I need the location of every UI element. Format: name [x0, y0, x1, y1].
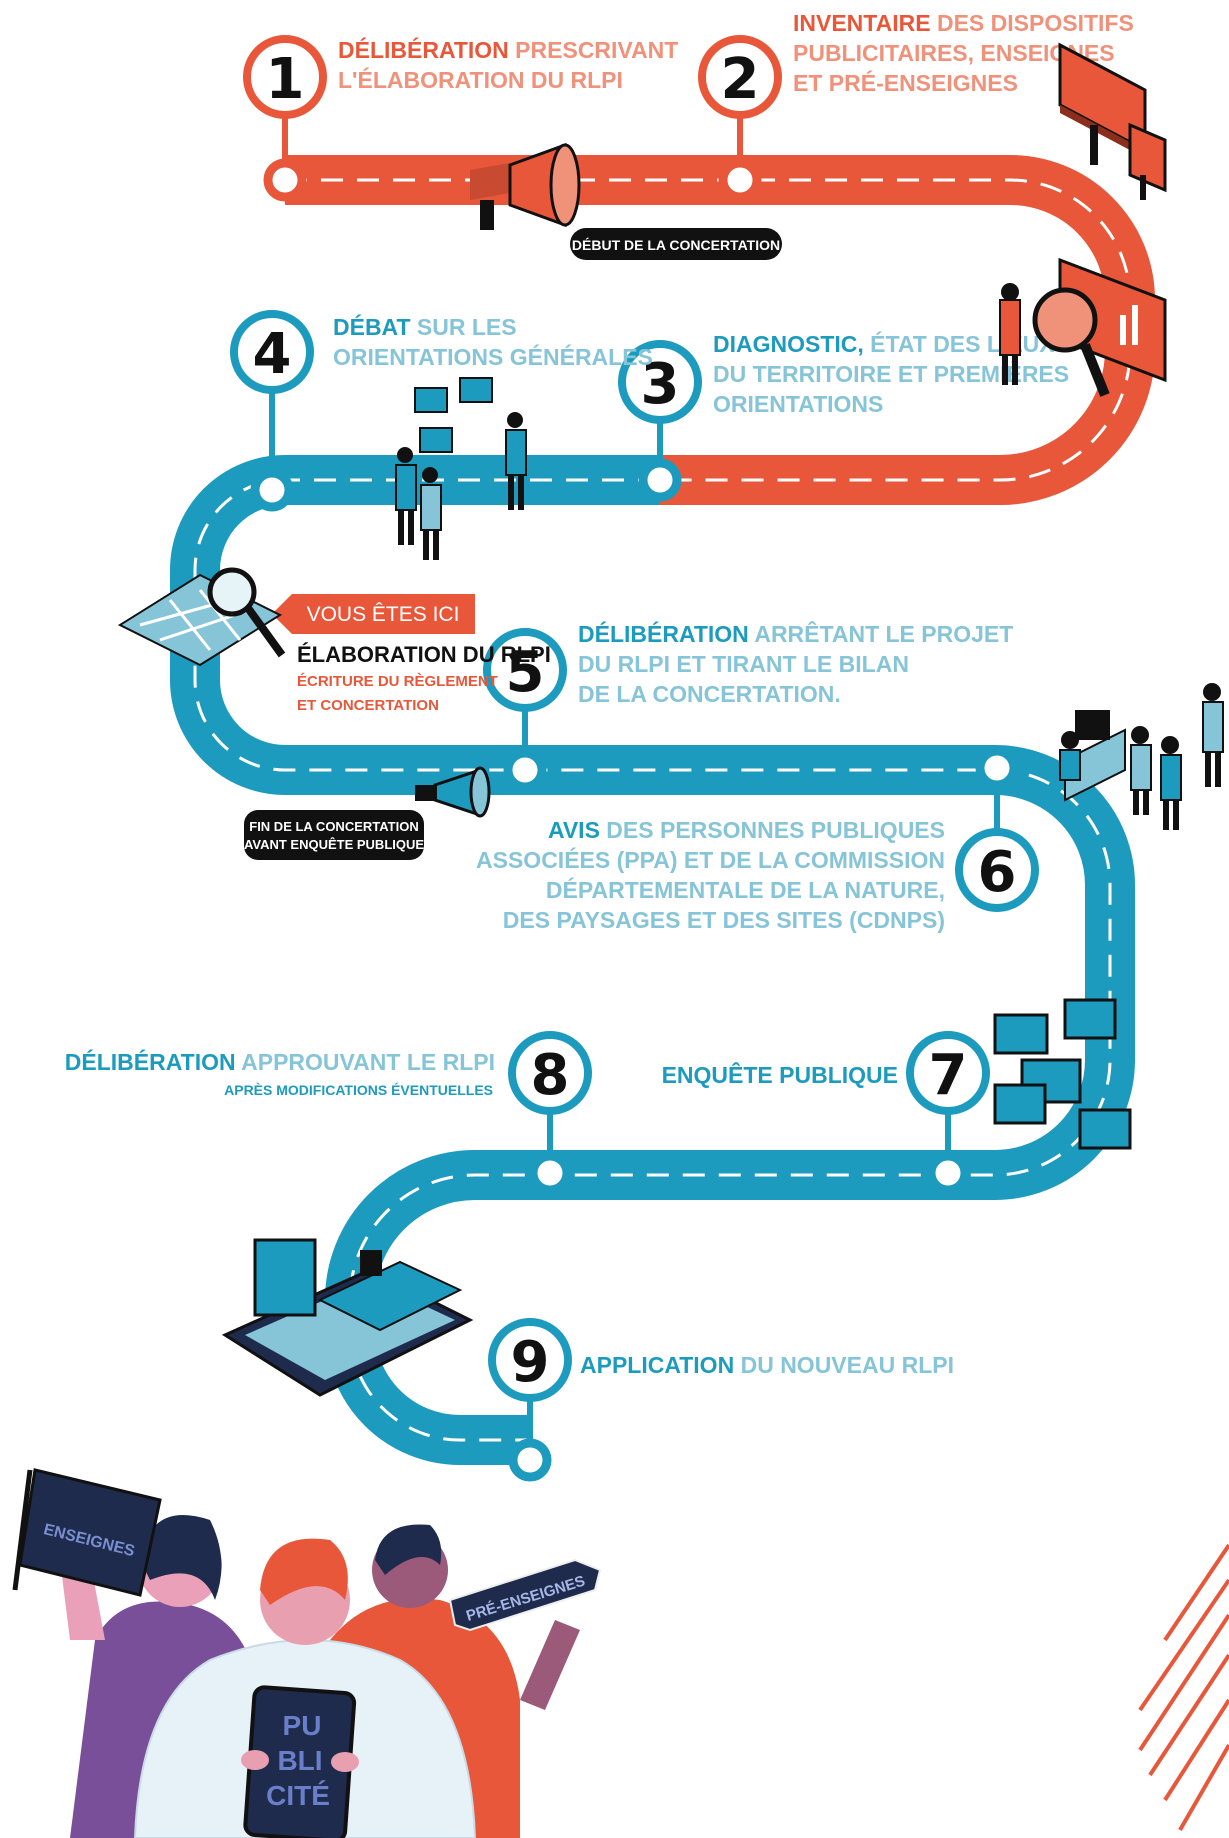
step-6-label-line2: ASSOCIÉES (PPA) ET DE LA COMMISSION — [476, 846, 945, 873]
step-4-node — [250, 468, 294, 512]
step-3-label-line2: DU TERRITOIRE ET PREMIÈRES — [713, 360, 1069, 387]
step-6-label: AVIS DES PERSONNES PUBLIQUES — [548, 817, 945, 843]
you-are-here-banner — [272, 594, 475, 634]
step-6-label-line4: DES PAYSAGES ET DES SITES (CDNPS) — [503, 907, 945, 933]
step-9: 9 — [488, 1318, 572, 1482]
diagnostic-chart-icon — [999, 257, 1167, 397]
step-3-label: DIAGNOSTIC, ÉTAT DES LIEUX — [713, 330, 1055, 357]
badge-fin-text-line2: AVANT ENQUÊTE PUBLIQUE — [244, 837, 424, 852]
step-3-node — [638, 458, 682, 502]
step-3: 3 — [618, 340, 702, 502]
step-6-label-line3: DÉPARTEMENTALE DE LA NATURE, — [546, 876, 945, 903]
people-illustration: ENSEIGNES PRÉ-ENSEIGNES PU BLI CITÉ — [12, 1468, 602, 1838]
step-9-node — [508, 1438, 552, 1482]
badge-debut-text: DÉBUT DE LA CONCERTATION — [572, 237, 780, 253]
badge-debut-concertation: DÉBUT DE LA CONCERTATION — [570, 228, 782, 260]
current-phase-title: ÉLABORATION DU RLPI — [297, 642, 551, 667]
commission-people-icon — [1059, 683, 1224, 830]
step-9-badge — [488, 1318, 572, 1402]
debate-people-icon — [395, 377, 527, 560]
map-magnifier-icon — [117, 567, 286, 667]
step-labels: DÉLIBÉRATION PRESCRIVANT L'ÉLABORATION D… — [65, 10, 1134, 1378]
step-5-label-line3: DE LA CONCERTATION. — [578, 681, 841, 707]
tablet-text-1: PU — [283, 1710, 322, 1741]
step-3-badge — [618, 340, 702, 424]
you-are-here-text: VOUS ÊTES ICI — [307, 603, 460, 626]
devices-icon — [221, 1238, 474, 1397]
billboard-icon — [1058, 42, 1167, 200]
step-5-label-line2: DU RLPI ET TIRANT LE BILAN — [578, 651, 909, 677]
step-5-node — [503, 748, 547, 792]
step-2: 2 — [698, 35, 782, 202]
step-1-label-line2: L'ÉLABORATION DU RLPI — [338, 66, 623, 93]
step-6: 6 — [955, 746, 1039, 912]
step-3-number: 3 — [641, 352, 680, 417]
step-1-label: DÉLIBÉRATION PRESCRIVANT — [338, 36, 678, 63]
step-4-number: 4 — [253, 322, 292, 387]
step-9-number: 9 — [511, 1330, 550, 1395]
step-7-badge — [906, 1031, 990, 1115]
step-2-number: 2 — [721, 47, 760, 112]
step-5-label: DÉLIBÉRATION ARRÊTANT LE PROJET — [578, 620, 1013, 647]
step-2-node — [718, 158, 762, 202]
step-1-node — [263, 158, 307, 202]
step-5-number: 5 — [506, 640, 545, 705]
step-5: 5 — [483, 628, 567, 792]
step-7-label: ENQUÊTE PUBLIQUE — [662, 1061, 898, 1088]
step-9-label: APPLICATION DU NOUVEAU RLPI — [580, 1352, 954, 1378]
step-4-label: DÉBAT SUR LES — [333, 313, 517, 340]
step-1-badge — [243, 35, 327, 119]
step-1-number: 1 — [266, 47, 305, 112]
step-8-badge — [508, 1031, 592, 1115]
badge-fin-text-line1: FIN DE LA CONCERTATION — [249, 819, 418, 834]
you-are-here: VOUS ÊTES ICI ÉLABORATION DU RLPI ÉCRITU… — [272, 594, 551, 714]
step-8-label: DÉLIBÉRATION APPROUVANT LE RLPI — [65, 1048, 495, 1075]
megaphone-icon — [470, 142, 581, 230]
tablet-text-3: CITÉ — [266, 1780, 330, 1811]
step-6-badge — [955, 828, 1039, 912]
current-phase-sub1: ÉCRITURE DU RÈGLEMENT — [297, 673, 498, 690]
step-4: 4 — [230, 310, 314, 512]
step-3-label-line3: ORIENTATIONS — [713, 391, 883, 417]
step-7-node — [926, 1151, 970, 1195]
decorative-stripes — [1138, 1543, 1229, 1831]
step-8-number: 8 — [531, 1043, 570, 1108]
step-4-label-line2: ORIENTATIONS GÉNÉRALES — [333, 343, 653, 370]
step-7: 7 — [906, 1031, 990, 1195]
speech-bubbles-icon — [993, 998, 1132, 1150]
megaphone-end-icon — [415, 766, 491, 818]
step-2-label-line3: ET PRÉ-ENSEIGNES — [793, 69, 1018, 96]
step-6-number: 6 — [978, 840, 1017, 905]
step-2-badge — [698, 35, 782, 119]
step-8-node — [528, 1151, 572, 1195]
step-4-badge — [230, 310, 314, 394]
step-8-sublabel: APRÈS MODIFICATIONS ÉVENTUELLES — [224, 1082, 493, 1098]
current-phase-sub2: ET CONCERTATION — [297, 697, 439, 714]
badge-fin-concertation: FIN DE LA CONCERTATION AVANT ENQUÊTE PUB… — [244, 810, 424, 860]
step-1: 1 — [243, 35, 327, 202]
step-6-node — [975, 746, 1019, 790]
step-2-label: INVENTAIRE DES DISPOSITIFS — [793, 10, 1134, 36]
step-8: 8 — [508, 1031, 592, 1195]
tablet-text-2: BLI — [277, 1745, 322, 1776]
step-7-number: 7 — [929, 1043, 968, 1108]
step-5-badge — [483, 628, 567, 712]
